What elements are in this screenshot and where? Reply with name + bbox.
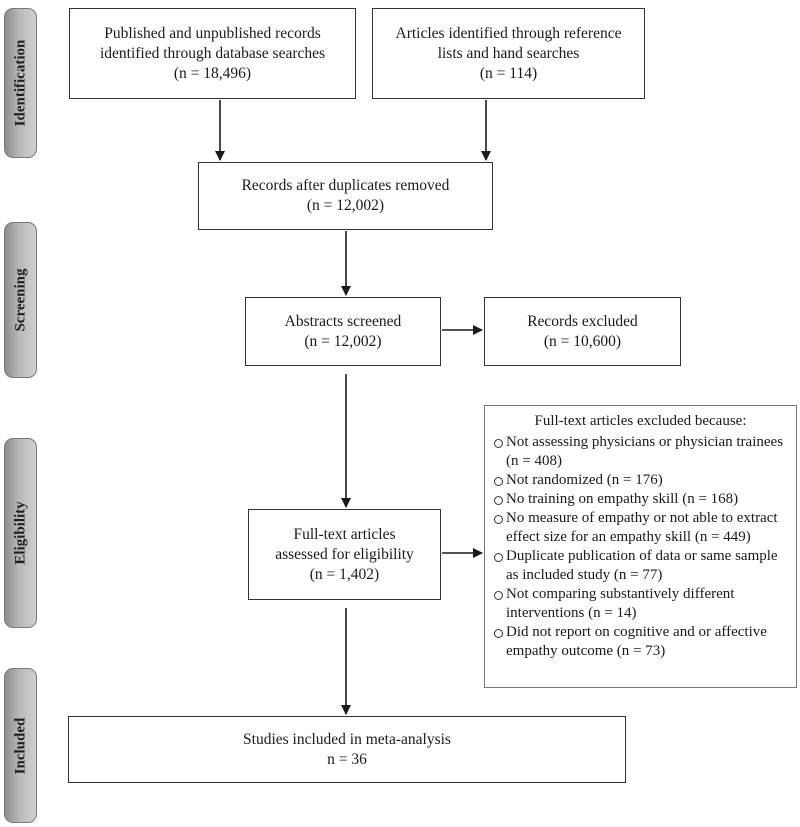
included-studies-box: Studies included in meta-analysis n = 36: [68, 716, 626, 783]
duplicates-removed-line1: Records after duplicates removed: [241, 177, 450, 194]
exclusion-reason: No measure of empathy or not able to ext…: [493, 509, 788, 547]
exclusion-reasons-list: Not assessing physicians or physician tr…: [493, 433, 788, 661]
db-records-count: (n = 18,496): [173, 64, 252, 82]
exclusion-reason: Did not report on cognitive and or affec…: [493, 623, 788, 661]
phase-included: Included: [4, 668, 37, 823]
duplicates-removed-box: Records after duplicates removed (n = 12…: [198, 162, 493, 230]
exclusion-reason: Duplicate publication of data or same sa…: [493, 547, 788, 585]
records-excluded-box: Records excluded (n = 10,600): [484, 297, 681, 366]
exclusion-reason: Not comparing substantively different in…: [493, 585, 788, 623]
hand-search-line1: Articles identified through reference: [395, 24, 622, 42]
hand-search-count: (n = 114): [479, 64, 538, 82]
exclusion-reason: Not assessing physicians or physician tr…: [493, 433, 788, 471]
hand-search-line2: lists and hand searches: [437, 44, 580, 62]
records-excluded-count: (n = 10,600): [543, 332, 622, 350]
fulltext-assessed-count: (n = 1,402): [309, 565, 380, 583]
fulltext-assessed-box: Full-text articles assessed for eligibil…: [248, 509, 441, 600]
fulltext-excluded-title: Full-text articles excluded because:: [534, 413, 747, 429]
exclusion-reason: No training on empathy skill (n = 168): [493, 490, 788, 509]
duplicates-removed-count: (n = 12,002): [306, 197, 385, 214]
fulltext-assessed-line2: assessed for eligibility: [275, 545, 414, 563]
records-excluded-line1: Records excluded: [527, 312, 638, 330]
fulltext-assessed-line1: Full-text articles: [293, 525, 396, 543]
included-studies-line1: Studies included in meta-analysis: [243, 730, 451, 748]
db-records-box: Published and unpublished records identi…: [69, 8, 356, 99]
abstracts-screened-line1: Abstracts screened: [284, 312, 402, 330]
db-records-line1: Published and unpublished records: [104, 24, 321, 42]
exclusion-reason: Not randomized (n = 176): [493, 471, 788, 490]
phase-screening: Screening: [4, 222, 37, 378]
hand-search-box: Articles identified through reference li…: [372, 8, 645, 99]
phase-identification: Identification: [4, 8, 37, 158]
phase-eligibility: Eligibility: [4, 438, 37, 628]
included-studies-count: n = 36: [327, 750, 367, 768]
db-records-line2: identified through database searches: [99, 44, 326, 62]
abstracts-screened-count: (n = 12,002): [304, 332, 382, 350]
abstracts-screened-box: Abstracts screened (n = 12,002): [245, 297, 441, 366]
fulltext-excluded-box: Full-text articles excluded because: Not…: [484, 405, 797, 688]
